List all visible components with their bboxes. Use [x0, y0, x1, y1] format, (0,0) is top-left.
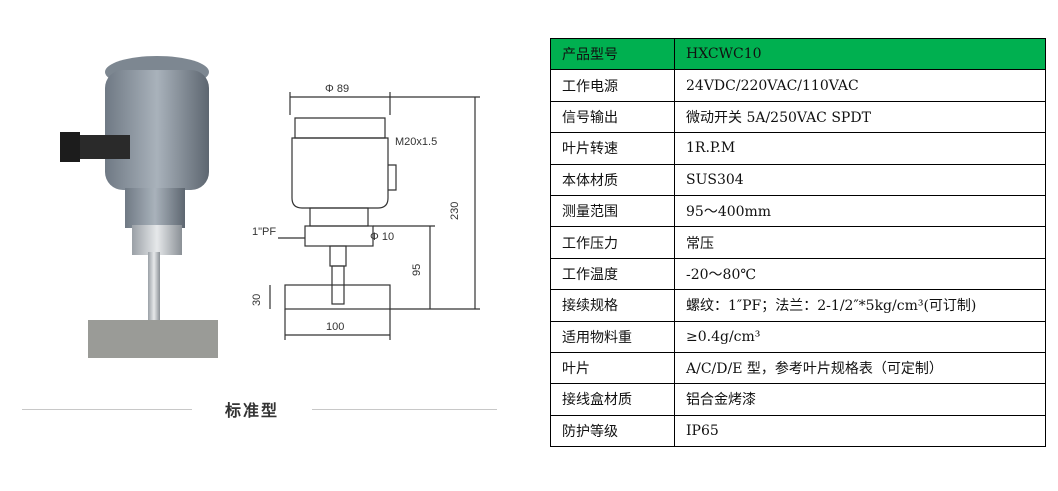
spec-value: 微动开关 5A/250VAC SPDT: [674, 100, 1046, 134]
spec-key: 防护等级: [550, 414, 675, 448]
spec-row: 接续规格螺纹：1″PF；法兰：2-1/2″*5kg/cm³(可订制): [550, 289, 1046, 322]
spec-row: 工作温度-20～80℃: [550, 257, 1046, 291]
caption-divider-right: [312, 409, 497, 410]
dim-dia-shaft: Φ 10: [370, 231, 394, 243]
spec-key: 工作电源: [550, 69, 675, 102]
spec-row: 适用物料重≥0.4g/cm³: [550, 320, 1046, 353]
caption-area: 标准型: [22, 395, 497, 425]
spec-value: 95～400mm: [674, 194, 1046, 228]
spec-value: SUS304: [674, 163, 1046, 196]
dim-blade-h: 30: [251, 294, 263, 306]
spec-value: A/C/D/E 型，参考叶片规格表（可定制）: [674, 351, 1046, 385]
caption-text: 标准型: [224, 401, 279, 420]
spec-value: 1R.P.M: [674, 132, 1046, 165]
spec-key: 工作压力: [550, 226, 675, 259]
dim-blade-w: 100: [326, 321, 344, 333]
spec-value: 铝合金烤漆: [674, 383, 1046, 416]
caption-divider-left: [22, 409, 192, 410]
spec-key: 适用物料重: [550, 320, 675, 353]
spec-key: 接续规格: [550, 289, 675, 322]
spec-value: 常压: [674, 226, 1046, 259]
spec-key: 接线盒材质: [550, 383, 675, 416]
spec-row: 工作压力常压: [550, 226, 1046, 259]
dim-pf: 1"PF: [252, 226, 276, 238]
dim-height-total: 230: [449, 202, 461, 220]
spec-row: 信号输出微动开关 5A/250VAC SPDT: [550, 100, 1046, 134]
spec-key: 信号输出: [550, 100, 675, 134]
spec-value: 螺纹：1″PF；法兰：2-1/2″*5kg/cm³(可订制): [674, 289, 1046, 322]
dim-dia-top: Φ 89: [325, 83, 349, 95]
dim-thread: M20x1.5: [395, 136, 437, 148]
spec-key: 叶片: [550, 351, 675, 385]
dimension-drawing: Φ 89 M20x1.5 1"PF Φ 10 230 95 30 100: [251, 83, 480, 340]
spec-value: 24VDC/220VAC/110VAC: [674, 69, 1046, 102]
spec-key: 测量范围: [550, 194, 675, 228]
dim-height-shaft: 95: [411, 264, 423, 276]
spec-key: 工作温度: [550, 257, 675, 291]
spec-value: ≥0.4g/cm³: [674, 320, 1046, 353]
spec-value: HXCWC10: [674, 37, 1046, 71]
spec-key: 叶片转速: [550, 132, 675, 165]
product-photo: [60, 56, 218, 358]
spec-key: 本体材质: [550, 163, 675, 196]
spec-key: 产品型号: [550, 37, 675, 71]
spec-value: IP65: [674, 414, 1046, 448]
spec-value: -20～80℃: [674, 257, 1046, 291]
spec-row: 接线盒材质铝合金烤漆: [550, 383, 1046, 416]
